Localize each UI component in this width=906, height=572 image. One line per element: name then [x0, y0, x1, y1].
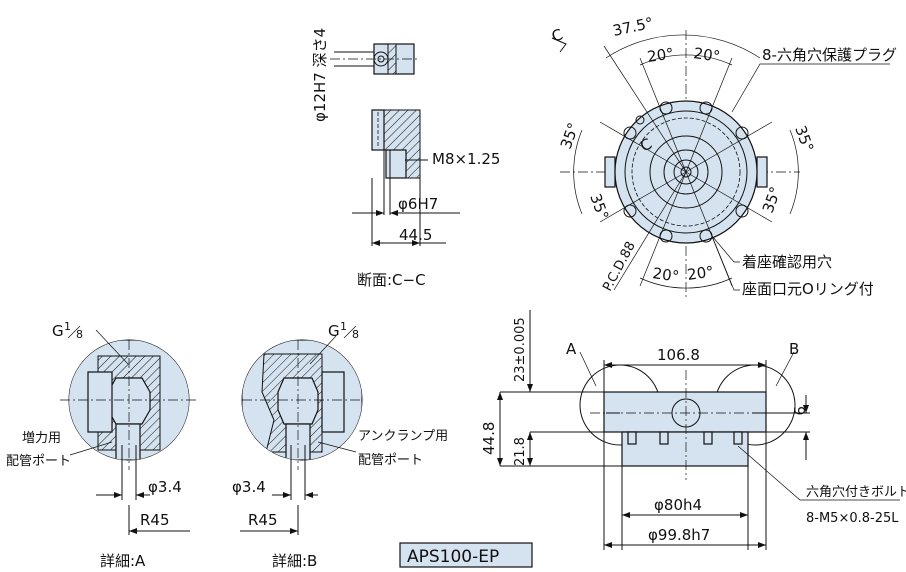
section-cc: φ12H7 深さ4 M8×1.25 φ6H7 44.5 断面:C−C: [311, 28, 500, 289]
side-dia-99: φ99.8h7: [648, 526, 710, 544]
detail-a-dia: φ3.4: [148, 478, 182, 496]
detail-a-radius: R45: [140, 511, 170, 529]
angle-35-lower-left: 35°: [586, 191, 612, 222]
section-mark-c-top: C: [549, 25, 565, 46]
detail-b-port: G: [328, 322, 340, 340]
side-dia-80: φ80h4: [654, 496, 702, 514]
angle-20-bottom-right: 20°: [686, 262, 715, 284]
detail-a-port-frac-num: 1: [64, 320, 71, 333]
detail-b-port-frac-num: 1: [340, 320, 347, 333]
detail-b-dia: φ3.4: [232, 478, 266, 496]
detail-b-caption: 詳細:B: [272, 552, 317, 570]
side-lower: 21.8: [513, 437, 528, 466]
section-caption: 断面:C−C: [357, 271, 426, 289]
bolt-note-2: 8-M5×0.8-25L: [806, 511, 899, 526]
section-cc-lower-part: [352, 109, 460, 246]
detail-a-note-2: 配管ポート: [6, 454, 71, 469]
angle-37-5: 37.5°: [611, 14, 655, 40]
detail-a: [60, 329, 198, 535]
side-width: 106.8: [657, 346, 700, 364]
thread-label: M8×1.25: [432, 150, 500, 168]
model-name: APS100-EP: [407, 547, 499, 567]
detail-a-port-frac-den: 8: [76, 328, 83, 341]
top-view: [551, 30, 890, 300]
bolt-note-1: 六角穴付きボルト: [806, 485, 906, 500]
side-height: 44.8: [480, 422, 498, 455]
plug-note: 8-六角穴保護プラグ: [762, 46, 897, 64]
angle-35-lower-right: 35°: [759, 184, 785, 215]
side-label-b: B: [789, 340, 799, 358]
seat-note-2: 座面口元Oリング付: [742, 280, 874, 298]
width-label: 44.5: [399, 226, 432, 244]
detail-b-note-2: 配管ポート: [358, 453, 423, 468]
side-right-dim: 9: [790, 406, 808, 416]
detail-b-port-frac-den: 8: [352, 328, 359, 341]
section-cc-upper-part: [330, 43, 420, 75]
seat-note-1: 着座確認用穴: [742, 253, 832, 271]
detail-b: [240, 335, 363, 535]
angle-20-right: 20°: [692, 44, 721, 66]
side-label-a: A: [566, 340, 577, 358]
side-top-tol: 23±0.005: [513, 317, 528, 382]
detail-b-note-1: アンクランプ用: [358, 429, 448, 444]
depth-note: φ12H7 深さ4: [311, 28, 329, 122]
pcd-label: P.C.D.88: [600, 239, 639, 294]
angle-20-left: 20°: [646, 44, 675, 66]
angle-20-bottom-left: 20°: [651, 264, 680, 286]
angle-35-upper-left: 35°: [557, 120, 583, 151]
angle-35-upper-right: 35°: [791, 123, 817, 154]
hole-label: φ6H7: [398, 195, 438, 213]
detail-a-caption: 詳細:A: [100, 552, 146, 570]
side-view: [497, 310, 900, 550]
model-name-box: [399, 542, 533, 568]
detail-a-port: G: [52, 322, 64, 340]
detail-b-radius: R45: [248, 511, 278, 529]
detail-a-note-1: 増力用: [22, 431, 61, 446]
